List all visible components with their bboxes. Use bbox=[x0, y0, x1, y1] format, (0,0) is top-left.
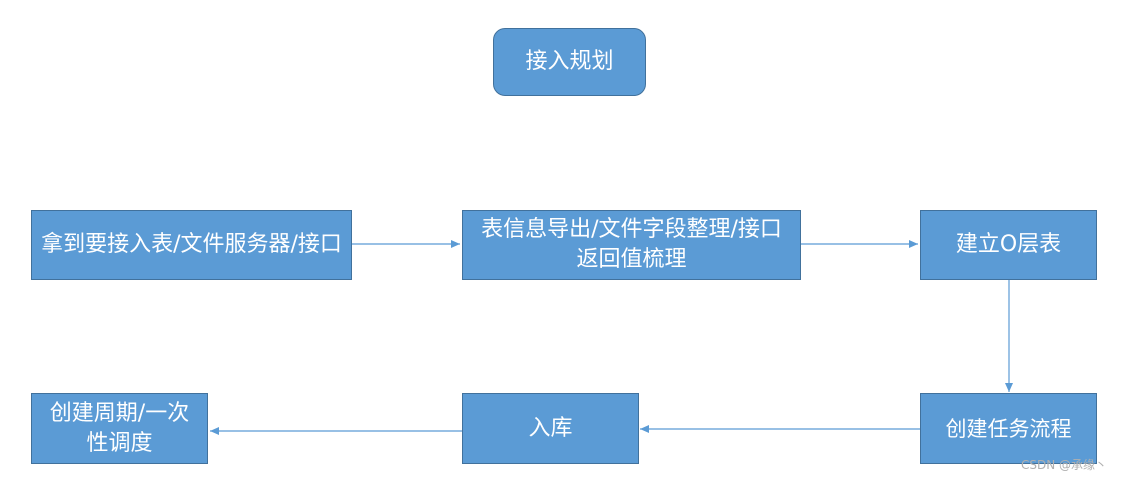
node-create-flow-label: 创建任务流程 bbox=[945, 416, 1072, 441]
node-export-info: 表信息导出/文件字段整理/接口返回值梳理 bbox=[462, 210, 801, 280]
node-get-tables-label: 拿到要接入表/文件服务器/接口 bbox=[41, 232, 342, 257]
node-load-label: 入库 bbox=[528, 415, 573, 441]
node-schedule-label: 创建周期/一次性调度 bbox=[49, 400, 190, 456]
node-load: 入库 bbox=[462, 393, 639, 464]
node-create-flow: 创建任务流程 bbox=[920, 393, 1097, 464]
node-get-tables: 拿到要接入表/文件服务器/接口 bbox=[31, 210, 352, 280]
watermark: CSDN @承缘丶 bbox=[1020, 458, 1107, 472]
node-access-plan: 接入规划 bbox=[493, 28, 646, 96]
node-schedule: 创建周期/一次性调度 bbox=[31, 393, 208, 464]
node-access-plan-label: 接入规划 bbox=[525, 49, 614, 74]
node-build-o-layer: 建立O层表 bbox=[920, 210, 1097, 280]
node-build-o-layer-label: 建立O层表 bbox=[955, 232, 1062, 257]
node-export-info-label: 表信息导出/文件字段整理/接口返回值梳理 bbox=[481, 217, 782, 272]
